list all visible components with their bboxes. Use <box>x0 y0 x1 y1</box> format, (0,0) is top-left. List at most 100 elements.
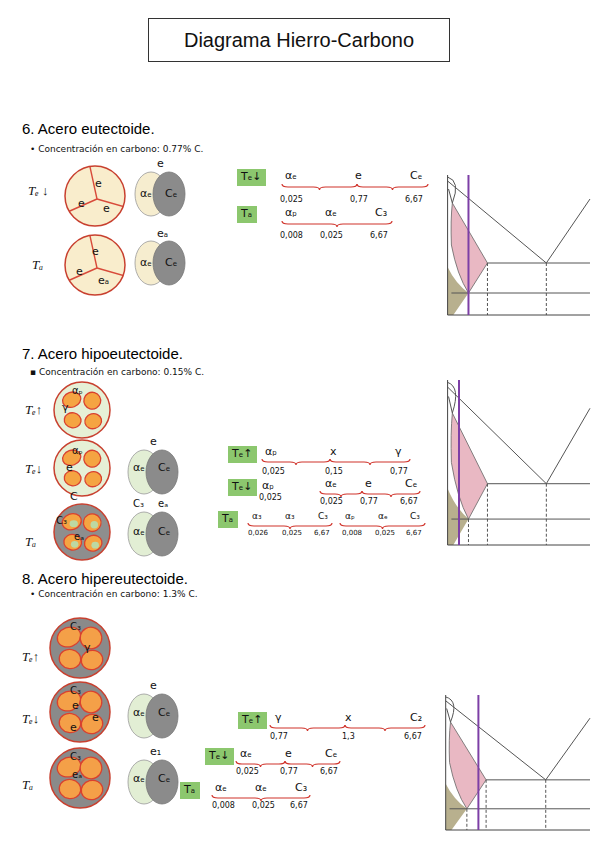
phase-label: Cₑ <box>158 773 170 784</box>
phase-label: αₑ <box>240 748 252 759</box>
temperature-tag: Tₐ <box>180 782 200 799</box>
micrograph <box>65 164 126 226</box>
phase-label: αₚ <box>345 512 355 521</box>
phase-label: 1,3 <box>342 733 355 741</box>
grain <box>83 533 104 553</box>
phase-label: 0,026 <box>248 530 268 537</box>
phase-label: e <box>150 436 157 447</box>
tag-text: Tₑ↓ <box>209 749 230 762</box>
dashed-line <box>468 519 469 545</box>
phase-label: e <box>285 748 292 759</box>
composition-line <box>458 380 460 545</box>
phase-label: e <box>76 266 83 277</box>
phase-label: 6,67 <box>290 802 308 810</box>
phase-label: C₂ <box>410 712 422 723</box>
phase-diagram <box>448 380 590 545</box>
brace <box>282 221 392 227</box>
micrograph-ground <box>50 618 110 678</box>
micrograph-ground <box>50 748 110 808</box>
phase-label: x <box>345 712 352 723</box>
grain-core <box>90 521 98 529</box>
phase-label: αₑ <box>133 462 145 473</box>
phase-label: e <box>95 178 102 189</box>
phase-label: αₑ <box>325 207 337 218</box>
phase-label: 6,67 <box>406 530 422 537</box>
micrograph <box>50 682 110 742</box>
phase-label: 0,77 <box>360 498 378 506</box>
grain <box>58 712 83 735</box>
phase-label: e <box>103 203 110 214</box>
temperature-tag: Tₑ↑ <box>228 446 257 463</box>
axes <box>446 695 590 830</box>
phase-label: e <box>157 158 164 169</box>
dashed-line <box>487 263 488 315</box>
micrograph-ground <box>54 440 110 496</box>
tag-text: Tₐ <box>222 512 233 525</box>
phase-label: e <box>72 700 79 711</box>
phase-label: x <box>330 446 337 457</box>
phase-label: Cₑ <box>165 188 177 199</box>
brace <box>270 725 345 731</box>
phase-label: 0,008 <box>212 802 235 810</box>
phase-label: 6,67 <box>314 530 330 537</box>
section-heading: 7. Acero hipoeutectoide. <box>22 346 183 361</box>
phase-label: Cₑ <box>165 257 177 268</box>
dashed-line <box>466 809 467 830</box>
eutectic-line <box>487 263 590 264</box>
phase-label: e <box>78 198 85 209</box>
phase-label: e₁ <box>150 746 161 757</box>
phase-label: C₃ <box>56 516 67 526</box>
grain <box>63 411 82 429</box>
grain <box>78 689 104 715</box>
micrograph-outline <box>54 440 110 496</box>
phase-label: eₐ <box>98 275 109 286</box>
phase-label: 0,77 <box>350 196 368 204</box>
cementite-layer <box>146 694 178 738</box>
phase-label: e <box>70 722 77 733</box>
grain <box>81 512 103 534</box>
phase-label: αₑ <box>133 773 145 784</box>
lamella <box>128 694 178 738</box>
eutectic-line <box>487 483 590 484</box>
phase-label: 0,025 <box>320 498 343 506</box>
grain <box>82 390 103 411</box>
phase-label: 0,025 <box>262 468 285 476</box>
cementite-layer <box>146 760 178 804</box>
phase-label: Cₑ <box>405 478 417 489</box>
delta-arc <box>448 382 456 413</box>
grains <box>66 233 126 282</box>
temperature-label: Tₑ↑ <box>22 650 39 663</box>
temperature-label: Tₐ <box>32 258 43 271</box>
temperature-tag: Tₑ↓ <box>237 169 266 186</box>
cementite-layer <box>153 241 185 285</box>
micrograph-ground <box>54 504 110 560</box>
phase-label: Cₑ <box>158 462 170 473</box>
phase-label: 0,008 <box>280 232 303 240</box>
phase-label: Cₑ <box>158 707 170 718</box>
phase-label: γ <box>84 642 91 653</box>
grain-core <box>70 520 78 527</box>
micrograph <box>50 618 110 678</box>
eutectoid-line <box>450 808 590 809</box>
phase-label: αₑ <box>285 170 297 181</box>
phase-label: 0,77 <box>280 768 298 776</box>
phase-label: • Concentración en carbono: 0.77% C. <box>30 145 203 154</box>
phase-label: eₐ <box>74 532 84 542</box>
axes <box>448 175 590 315</box>
temperature-tag: Tₐ <box>237 206 257 223</box>
grain <box>58 778 83 801</box>
phase-label: C₃ <box>70 686 81 696</box>
lamella <box>128 450 178 494</box>
phase-label: 0,77 <box>270 733 288 741</box>
eutectoid-line <box>451 519 590 520</box>
phase-label: 0,025 <box>375 530 395 537</box>
cementite-layer <box>146 450 178 494</box>
phase-label: αₚ <box>265 446 277 457</box>
phase-label: 0,008 <box>342 530 362 537</box>
phase-label: C₃ <box>70 622 81 632</box>
phase-label: 0,025 <box>252 802 275 810</box>
phase-label: • Concentración en carbono: 1.3% C. <box>30 590 198 599</box>
grain <box>82 448 103 469</box>
brace <box>330 459 410 465</box>
